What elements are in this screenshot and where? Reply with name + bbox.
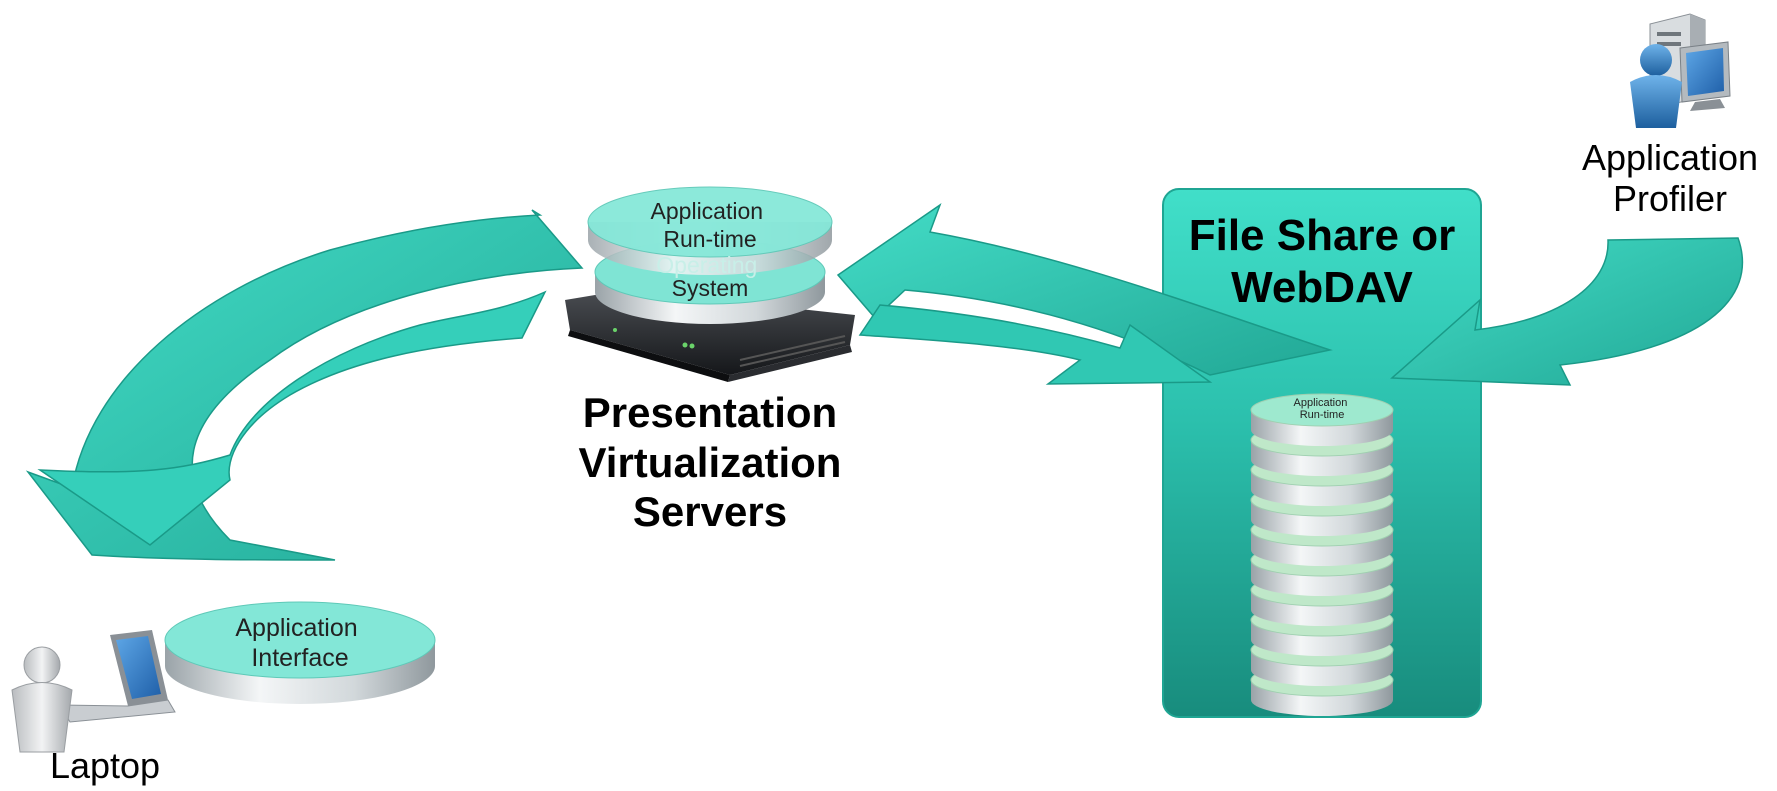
arrow-laptop-to-server	[37, 290, 547, 546]
storage-stack-icon	[1250, 393, 1394, 716]
servers-label-line-3: Servers	[632, 488, 788, 536]
file-share-label: File Share or WebDAV	[1163, 210, 1481, 314]
stack-top-label: Application Run-time	[1294, 397, 1351, 421]
os-disc-label: Operating System	[656, 252, 763, 301]
arrow-server-to-fileshare	[858, 304, 1213, 385]
file-share-label-line-2: WebDAV	[1231, 262, 1413, 312]
person-icon	[11, 646, 73, 753]
laptop-label: Laptop	[49, 745, 161, 786]
stack-disc-top	[1250, 393, 1394, 427]
file-share-label-line-1: File Share or	[1188, 211, 1456, 260]
profiler-label-line-1: Application	[1581, 137, 1759, 178]
laptop-icon	[59, 630, 176, 723]
monitor-icon	[1679, 41, 1731, 111]
profiler-person-icon	[1630, 44, 1682, 128]
presentation-servers-label: Presentation Virtualization Servers	[540, 388, 880, 537]
application-runtime-disc	[587, 186, 833, 275]
servers-label-line-1: Presentation	[582, 389, 838, 436]
interface-disc-label: Application Interface	[235, 614, 364, 672]
arrow-fileshare-to-server	[836, 203, 1333, 376]
application-interface-disc	[164, 601, 436, 704]
application-profiler-label: Application Profiler	[1565, 137, 1775, 220]
servers-label-line-2: Virtualization	[578, 438, 842, 486]
arrow-profiler-to-fileshare	[1390, 237, 1744, 386]
runtime-disc-label: Application Run-time	[651, 198, 770, 252]
profiler-label-line-2: Profiler	[1612, 178, 1728, 220]
